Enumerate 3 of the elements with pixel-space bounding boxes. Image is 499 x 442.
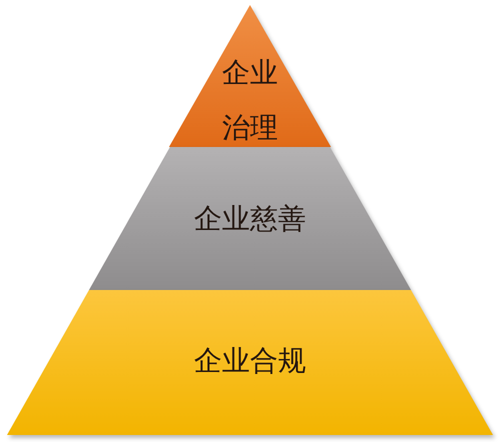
tier-label: 企业治理: [221, 55, 279, 146]
tier-label: 企业合规: [193, 343, 307, 379]
tier-label: 企业慈善: [193, 201, 307, 237]
